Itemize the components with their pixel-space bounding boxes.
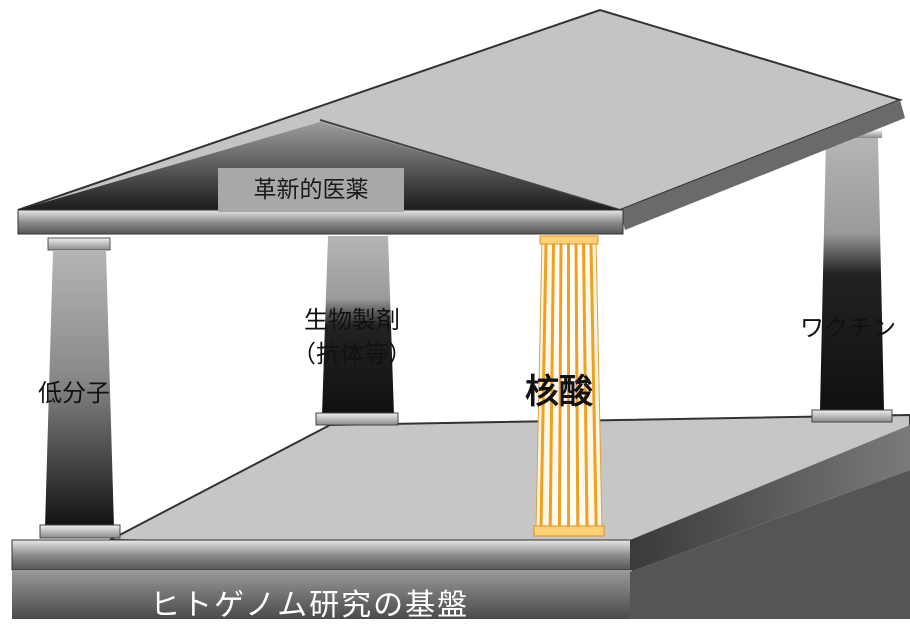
- pillar-label-biologics: 生物製剤 （抗体等）: [282, 303, 422, 371]
- roof-label: 革新的医薬: [218, 168, 404, 212]
- pillar-label-small-molecule: 低分子: [38, 373, 110, 408]
- foundation-label: ヒトゲノム研究の基盤: [150, 580, 469, 624]
- pillar-label-biologics-line2: （抗体等）: [282, 337, 422, 371]
- roof-beam: [18, 210, 623, 234]
- pillar-vaccine: [812, 130, 892, 422]
- pillar-label-nucleic-acid: 核酸: [525, 364, 593, 413]
- pillar-label-biologics-line1: 生物製剤: [282, 303, 422, 337]
- platform-front: [12, 540, 632, 570]
- pillar-label-vaccine: ワクチン: [800, 308, 896, 343]
